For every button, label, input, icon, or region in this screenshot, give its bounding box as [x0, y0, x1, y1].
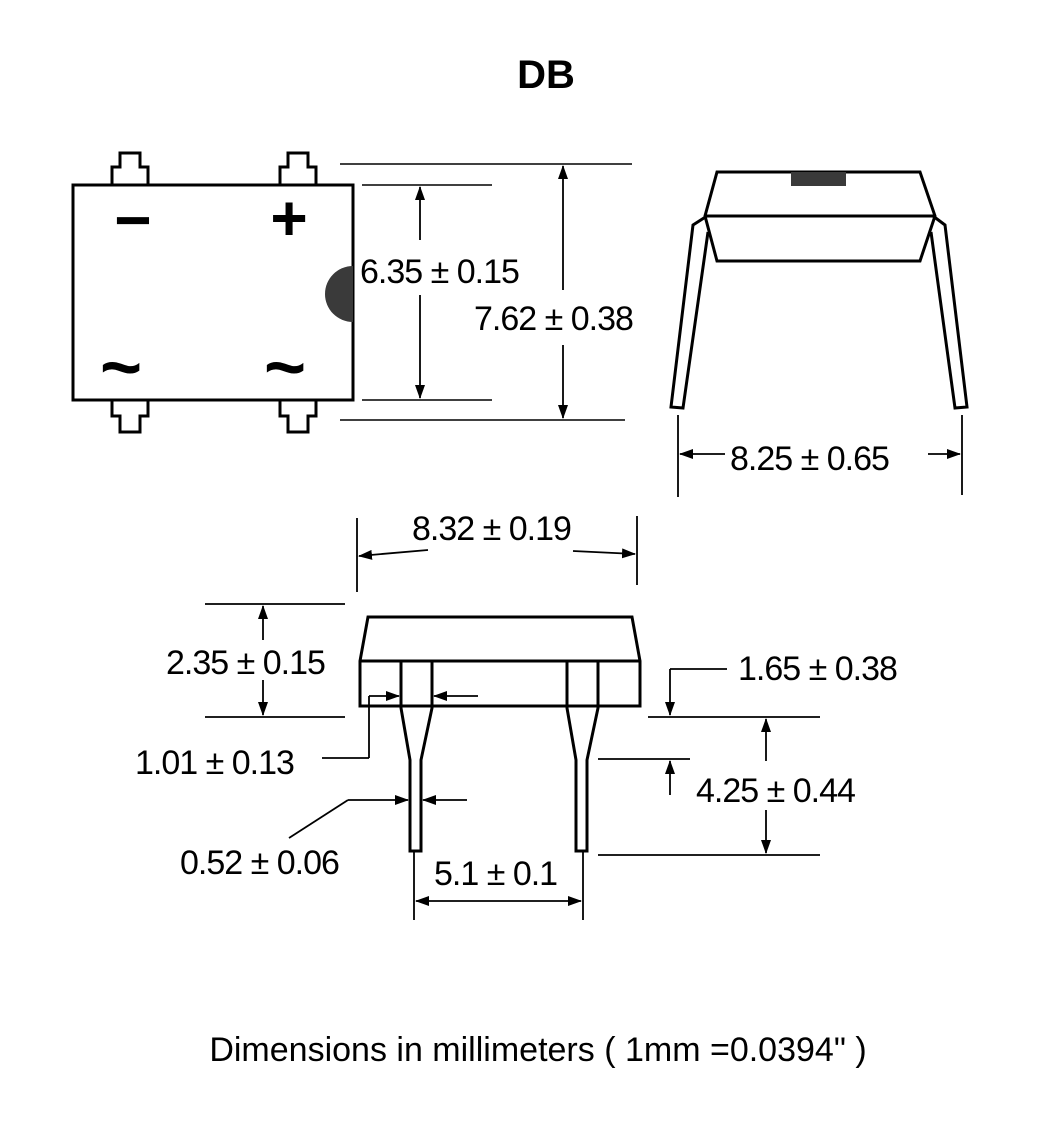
side-lead-left	[669, 214, 710, 410]
dim-1-65-arrow	[648, 668, 820, 718]
dim-2-35-arrow	[205, 603, 345, 718]
side-view	[669, 170, 969, 410]
dim-body-width-leads: 6.35 ± 0.15	[360, 253, 519, 291]
drawing-title: DB	[517, 53, 575, 97]
dim-lead-tip-width: 0.52 ± 0.06	[180, 844, 339, 882]
front-lead-left	[399, 661, 434, 853]
dim-5-1-arrow	[413, 852, 584, 920]
dim-1-01-arrow	[322, 691, 478, 759]
side-view-marker	[791, 172, 846, 186]
dim-lead-shoulder: 1.65 ± 0.38	[738, 650, 897, 688]
dim-0-52-arrow	[288, 795, 467, 839]
front-view	[358, 615, 642, 853]
dim-lead-width: 1.01 ± 0.13	[135, 744, 294, 782]
dim-lead-span: 8.25 ± 0.65	[730, 440, 889, 478]
dim-body-height: 2.35 ± 0.15	[166, 644, 325, 682]
front-lead-right	[565, 661, 600, 853]
dim-lead-length: 4.25 ± 0.44	[696, 772, 855, 810]
plus-symbol: +	[270, 182, 307, 254]
minus-symbol: −	[114, 184, 151, 256]
side-lead-right	[929, 214, 969, 410]
polarity-notch	[325, 266, 353, 322]
pin-top-left	[110, 151, 150, 185]
pin-bottom-left	[110, 400, 150, 434]
dim-lead-pitch: 5.1 ± 0.1	[434, 855, 557, 893]
dim-8-32-arrow	[356, 516, 638, 592]
dim-8-25-arrow	[677, 415, 963, 497]
top-view-extension-lines	[340, 163, 632, 421]
dim-body-length: 8.32 ± 0.19	[412, 510, 571, 548]
pin-bottom-right	[278, 400, 318, 434]
units-footnote: Dimensions in millimeters ( 1mm =0.0394"…	[209, 1031, 866, 1069]
ac-symbol-left: ~	[100, 328, 142, 408]
dim-overall-width: 7.62 ± 0.38	[474, 300, 633, 338]
dim-4-25-arrow	[598, 718, 820, 856]
pin-top-right	[278, 151, 318, 185]
ac-symbol-right: ~	[264, 328, 306, 408]
